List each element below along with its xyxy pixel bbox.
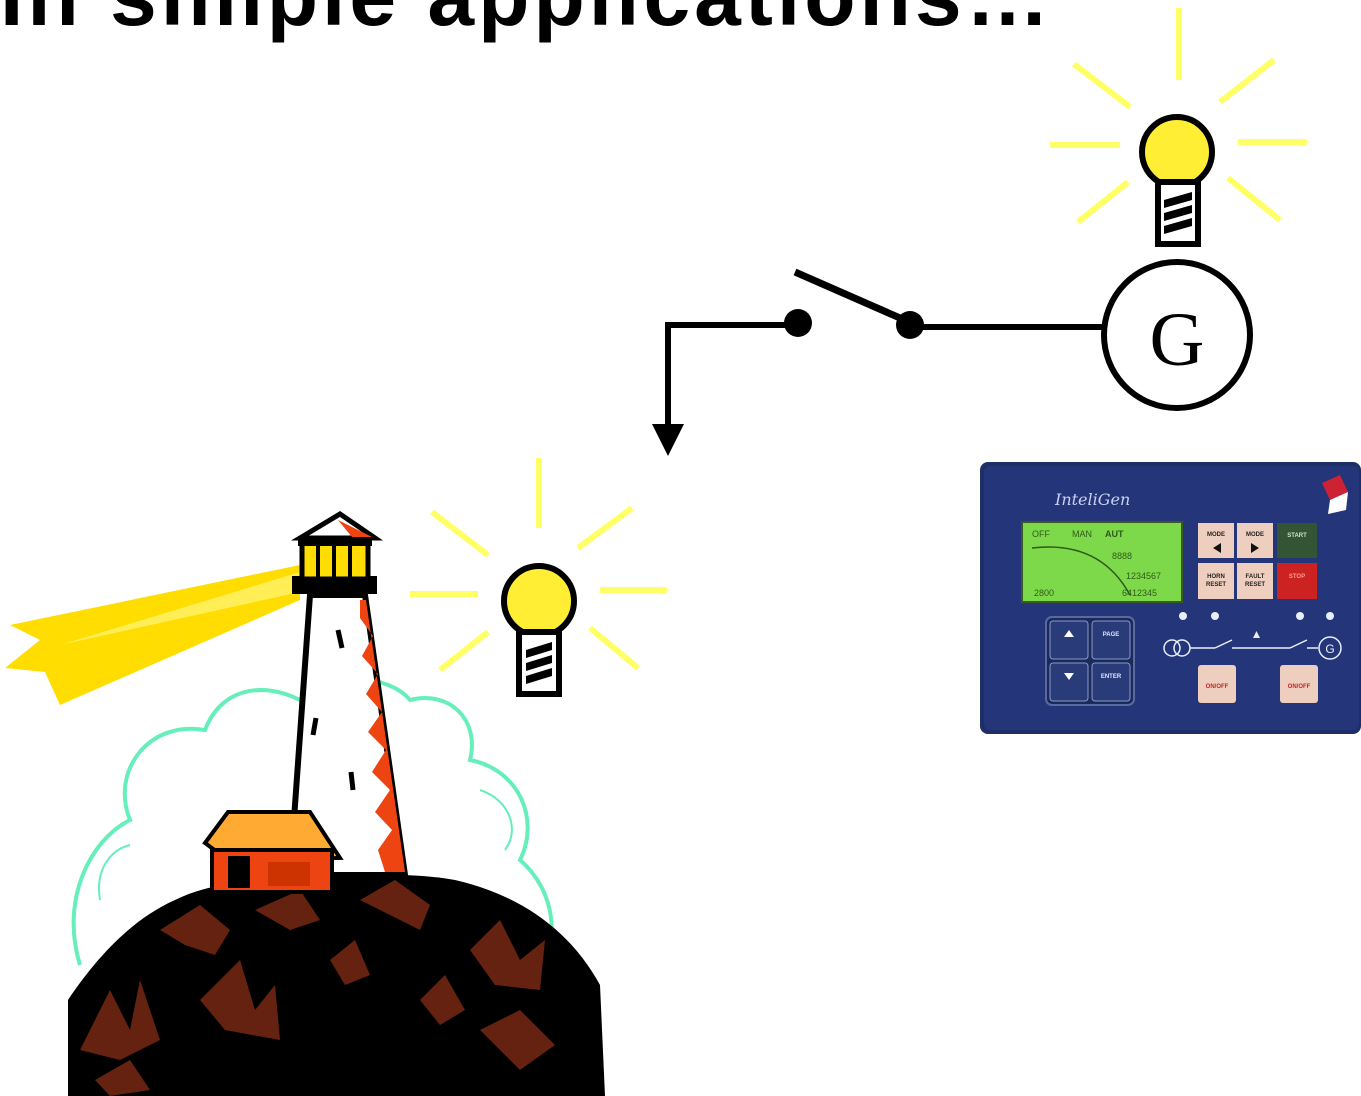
brand-logo-icon [1322,475,1348,500]
svg-text:PAGE: PAGE [1103,632,1120,638]
stop-button[interactable] [1277,563,1317,599]
svg-text:AUT: AUT [1105,529,1124,539]
svg-text:HORN: HORN [1207,574,1225,580]
svg-text:6412345: 6412345 [1122,588,1157,598]
generator-label: G [1150,298,1205,382]
status-leds [1179,612,1334,620]
start-button[interactable] [1277,523,1317,558]
arrow-down-icon [652,424,684,456]
arrow-right-icon [1251,543,1259,553]
lighthouse-tower [286,592,409,878]
switch-contact-left [784,309,812,337]
svg-text:OFF: OFF [1032,529,1050,539]
svg-text:FAULT: FAULT [1246,574,1265,580]
mimic-diagram [1163,636,1342,660]
single-line-circuit: G [652,259,1253,456]
svg-text:START: START [1287,533,1307,539]
mains-on-off-button[interactable] [1198,665,1236,703]
lighthouse-illustration [5,511,605,1096]
horn-reset-button[interactable] [1198,563,1234,599]
mode-right-button[interactable] [1237,523,1273,558]
svg-text:MODE: MODE [1246,532,1264,538]
svg-text:ON/OFF: ON/OFF [1288,684,1311,690]
svg-text:STOP: STOP [1289,574,1305,580]
svg-text:1234567: 1234567 [1126,571,1161,581]
svg-text:MAN: MAN [1072,529,1092,539]
gen-on-off-button[interactable] [1280,665,1318,703]
svg-text:RESET: RESET [1245,582,1265,588]
svg-text:RESET: RESET [1206,582,1226,588]
controller-brand: InteliGen [1054,490,1130,509]
arrow-left-icon [1213,543,1221,553]
svg-text:MODE: MODE [1207,532,1225,538]
down-button[interactable] [1049,662,1089,702]
enter-button[interactable] [1091,662,1131,702]
svg-text:2800: 2800 [1034,588,1054,598]
svg-text:ON/OFF: ON/OFF [1206,684,1229,690]
svg-text:8888: 8888 [1112,551,1132,561]
up-button[interactable] [1049,620,1089,660]
lighthouse-stripe [360,600,405,872]
fault-reset-button[interactable] [1237,563,1273,599]
arrow-up-icon [1064,630,1074,637]
controller-panel: InteliGen OFF MAN AUT 8888 1234567 2800 … [980,462,1361,734]
switch-blade [793,268,902,322]
svg-text:ENTER: ENTER [1101,674,1122,680]
lamp-bulb-left-icon [410,458,667,697]
rock-texture [80,880,555,1096]
load-wire [665,322,798,428]
page-button[interactable] [1091,620,1131,660]
mode-left-button[interactable] [1198,523,1234,558]
svg-text:G: G [1325,642,1334,656]
arrow-down-small-icon [1064,673,1074,680]
generator-symbol [1101,259,1253,411]
slide-title: In simple applications… [0,0,1054,45]
lamp-bulb-right-icon [1050,8,1307,247]
